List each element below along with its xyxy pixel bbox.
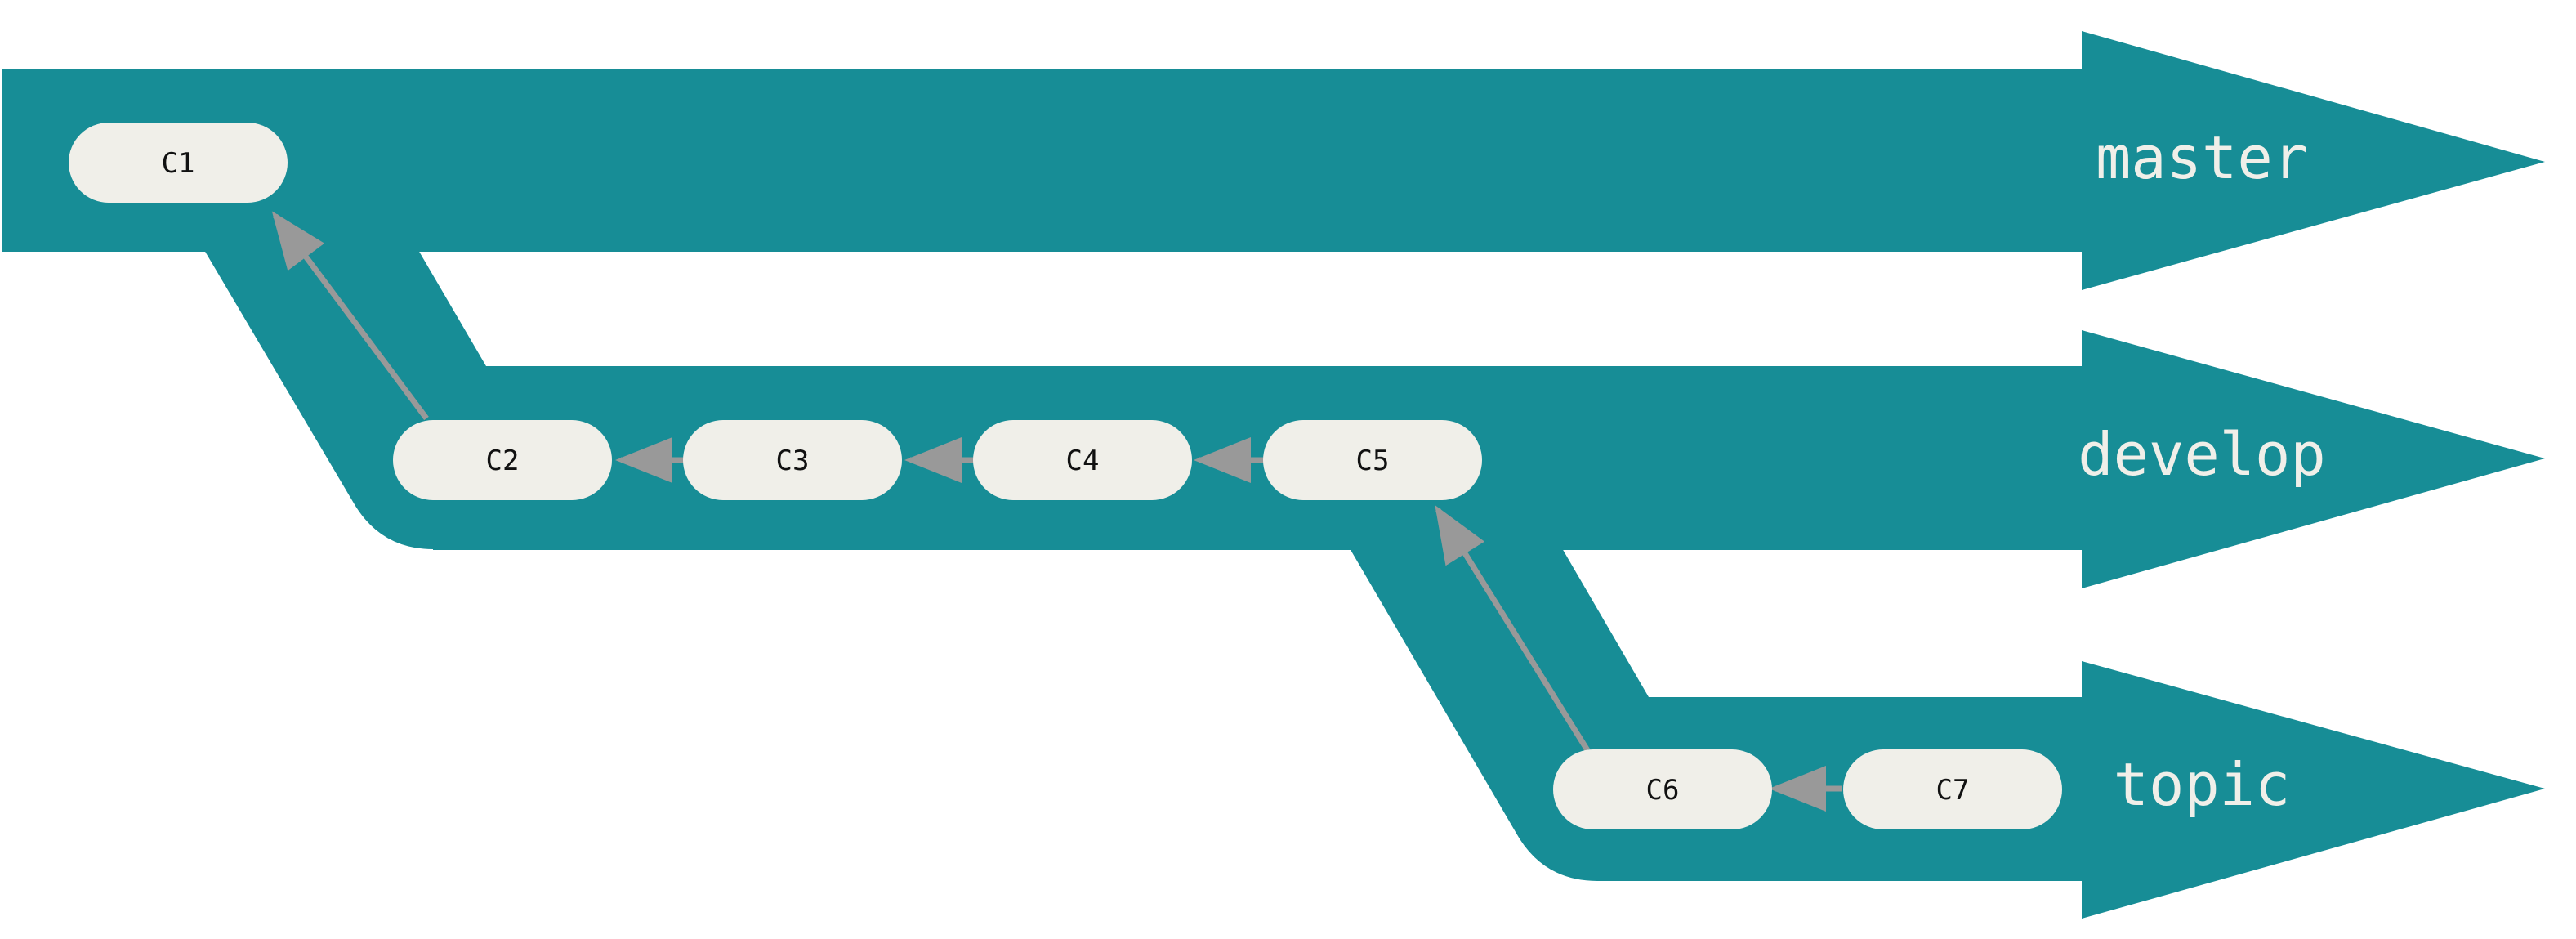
arrow-c2-to-c1 (271, 211, 429, 421)
develop-band (433, 330, 2545, 588)
branch-label-topic: topic (2114, 750, 2291, 819)
branch-label-develop: develop (2078, 420, 2325, 489)
commit-c3-label: C3 (776, 445, 810, 477)
commit-c1-label: C1 (162, 147, 195, 180)
branch-label-master: master (2096, 123, 2308, 192)
commit-c2[interactable]: C2 (393, 420, 612, 500)
commit-c5[interactable]: C5 (1263, 420, 1482, 500)
master-band (2, 31, 2545, 290)
arrow-c6-to-c5 (1435, 505, 1590, 752)
commit-c4[interactable]: C4 (973, 420, 1192, 500)
commit-c3[interactable]: C3 (683, 420, 902, 500)
commit-c4-label: C4 (1066, 445, 1100, 477)
commit-c5-label: C5 (1356, 445, 1390, 477)
commit-c6-label: C6 (1646, 774, 1680, 807)
commit-c1[interactable]: C1 (69, 123, 288, 203)
commit-c7-label: C7 (1936, 774, 1970, 807)
commit-c2-label: C2 (486, 445, 520, 477)
commit-c7[interactable]: C7 (1843, 749, 2062, 829)
topic-band (1597, 661, 2545, 919)
commit-c6[interactable]: C6 (1553, 749, 1772, 829)
